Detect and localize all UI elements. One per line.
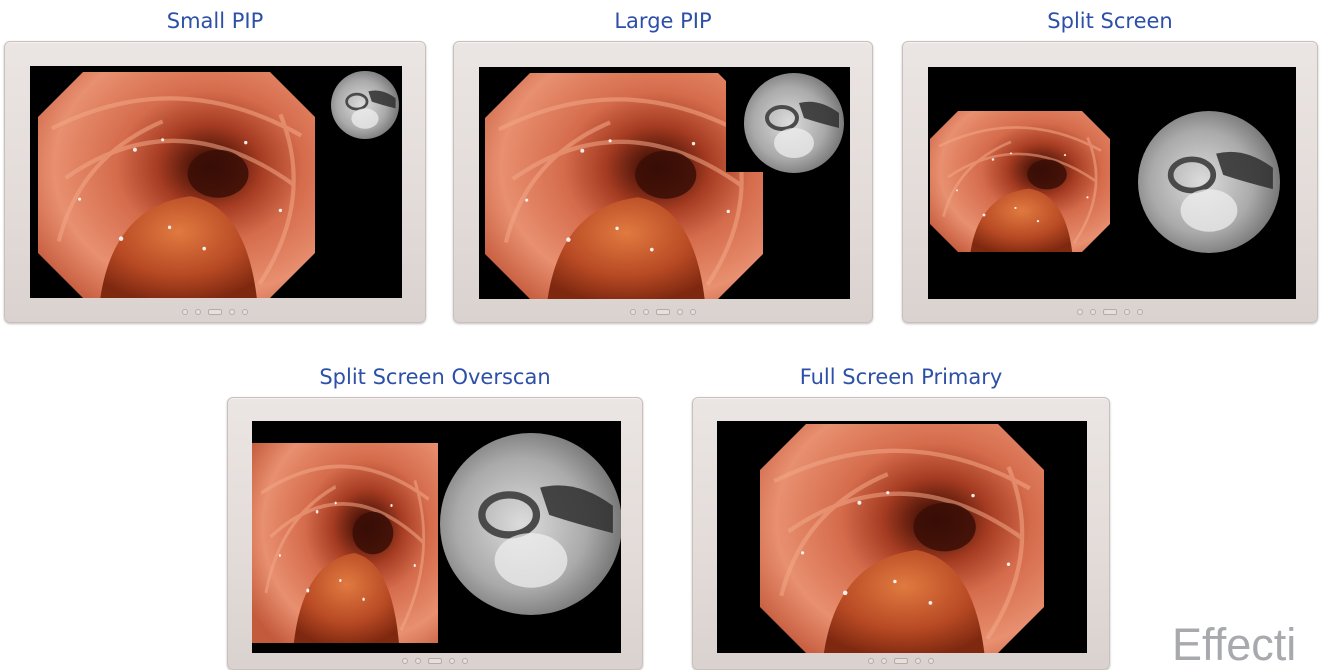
monitor-screen (30, 66, 402, 298)
monitor-bezel (227, 397, 643, 670)
primary-endoscope-image (485, 73, 763, 299)
control-button-icon (1103, 309, 1117, 315)
control-button-icon (1077, 309, 1083, 315)
monitor-screen (717, 421, 1087, 653)
mode-large-pip: Large PIP (453, 8, 873, 323)
monitor-control-buttons (402, 656, 468, 665)
primary-endoscope-image (252, 443, 438, 643)
control-button-icon (415, 658, 421, 664)
control-button-icon (643, 309, 649, 315)
mode-split-screen-overscan: Split Screen Overscan (227, 364, 643, 670)
mode-title-small-pip: Small PIP (4, 8, 426, 34)
control-button-icon (449, 658, 455, 664)
secondary-fluoro-pip (331, 71, 399, 139)
secondary-fluoro-image (440, 433, 621, 615)
monitor-bezel (453, 41, 873, 323)
power-button-icon (928, 658, 934, 664)
control-button-icon (630, 309, 636, 315)
power-button-icon (242, 309, 248, 315)
control-button-icon (881, 658, 887, 664)
control-button-icon (868, 658, 874, 664)
power-button-icon (690, 309, 696, 315)
monitor-bezel (692, 397, 1110, 670)
mode-title-split-screen-overscan: Split Screen Overscan (227, 364, 643, 390)
monitor-screen (252, 421, 621, 653)
control-button-icon (1124, 309, 1130, 315)
monitor-control-buttons (1077, 307, 1143, 316)
primary-endoscope-image (930, 111, 1110, 252)
monitor-control-buttons (182, 307, 248, 316)
mode-split-screen: Split Screen (902, 8, 1318, 323)
mode-title-split-screen: Split Screen (902, 8, 1318, 34)
control-button-icon (915, 658, 921, 664)
secondary-fluoro-pip (744, 73, 844, 173)
primary-endoscope-image (760, 424, 1044, 653)
secondary-fluoro-image (1138, 111, 1280, 253)
mode-small-pip: Small PIP (4, 8, 426, 323)
power-button-icon (1137, 309, 1143, 315)
monitor-control-buttons (630, 307, 696, 316)
control-button-icon (208, 309, 222, 315)
mode-title-large-pip: Large PIP (453, 8, 873, 34)
control-button-icon (894, 658, 908, 664)
monitor-screen (479, 67, 850, 299)
control-button-icon (182, 309, 188, 315)
monitor-screen (928, 67, 1296, 299)
power-button-icon (462, 658, 468, 664)
monitor-control-buttons (868, 656, 934, 665)
control-button-icon (229, 309, 235, 315)
control-button-icon (677, 309, 683, 315)
control-button-icon (402, 658, 408, 664)
monitor-bezel (902, 41, 1318, 323)
control-button-icon (656, 309, 670, 315)
primary-endoscope-image (38, 72, 315, 298)
mode-title-full-screen-primary: Full Screen Primary (692, 364, 1110, 390)
control-button-icon (428, 658, 442, 664)
monitor-bezel (4, 41, 426, 323)
mode-full-screen-primary: Full Screen Primary (692, 364, 1110, 670)
control-button-icon (195, 309, 201, 315)
footer-partial-text: Effecti (1172, 620, 1296, 670)
control-button-icon (1090, 309, 1096, 315)
